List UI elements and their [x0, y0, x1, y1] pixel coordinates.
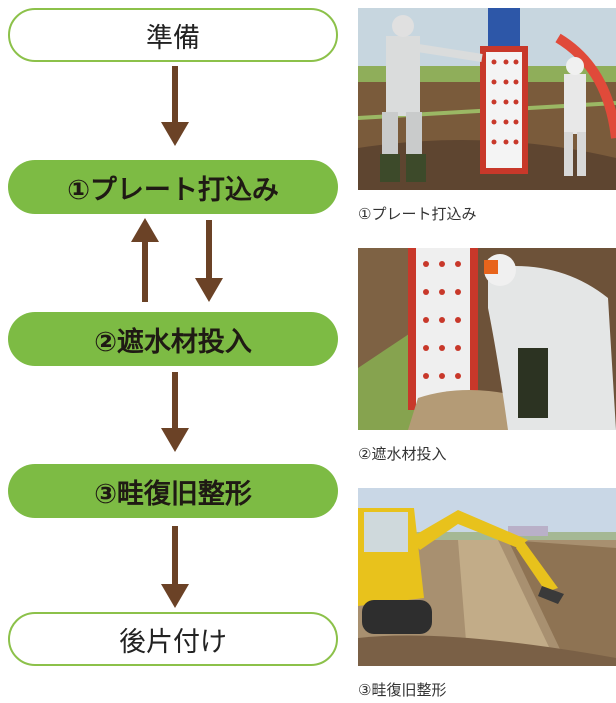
caption-levee-restoration: ③畦復旧整形	[358, 681, 447, 699]
step-cleanup: 後片付け	[8, 612, 338, 666]
step-levee-restoration-label: ③畦復旧整形	[94, 478, 252, 510]
step-plate-driving: ①プレート打込み	[8, 160, 338, 214]
step-plate-driving-label: ①プレート打込み	[67, 174, 279, 206]
arrow-down-2	[161, 372, 189, 452]
step-cleanup-label: 後片付け	[119, 626, 227, 658]
step-levee-restoration: ③畦復旧整形	[8, 464, 338, 518]
photo-levee-restoration	[358, 488, 616, 666]
caption-sealant-input: ②遮水材投入	[358, 445, 447, 463]
step-sealant-input: ②遮水材投入	[8, 312, 338, 366]
photo-sealant-input	[358, 248, 616, 430]
arrow-down-1	[161, 66, 189, 146]
caption-plate-driving: ①プレート打込み	[358, 205, 477, 223]
photo-plate-driving	[358, 8, 616, 190]
arrow-down-3	[161, 526, 189, 608]
step-sealant-input-label: ②遮水材投入	[94, 326, 252, 358]
arrow-up-loop	[131, 218, 159, 302]
step-prep: 準備	[8, 8, 338, 62]
arrow-down-loop	[195, 220, 223, 302]
step-prep-label: 準備	[146, 22, 200, 54]
